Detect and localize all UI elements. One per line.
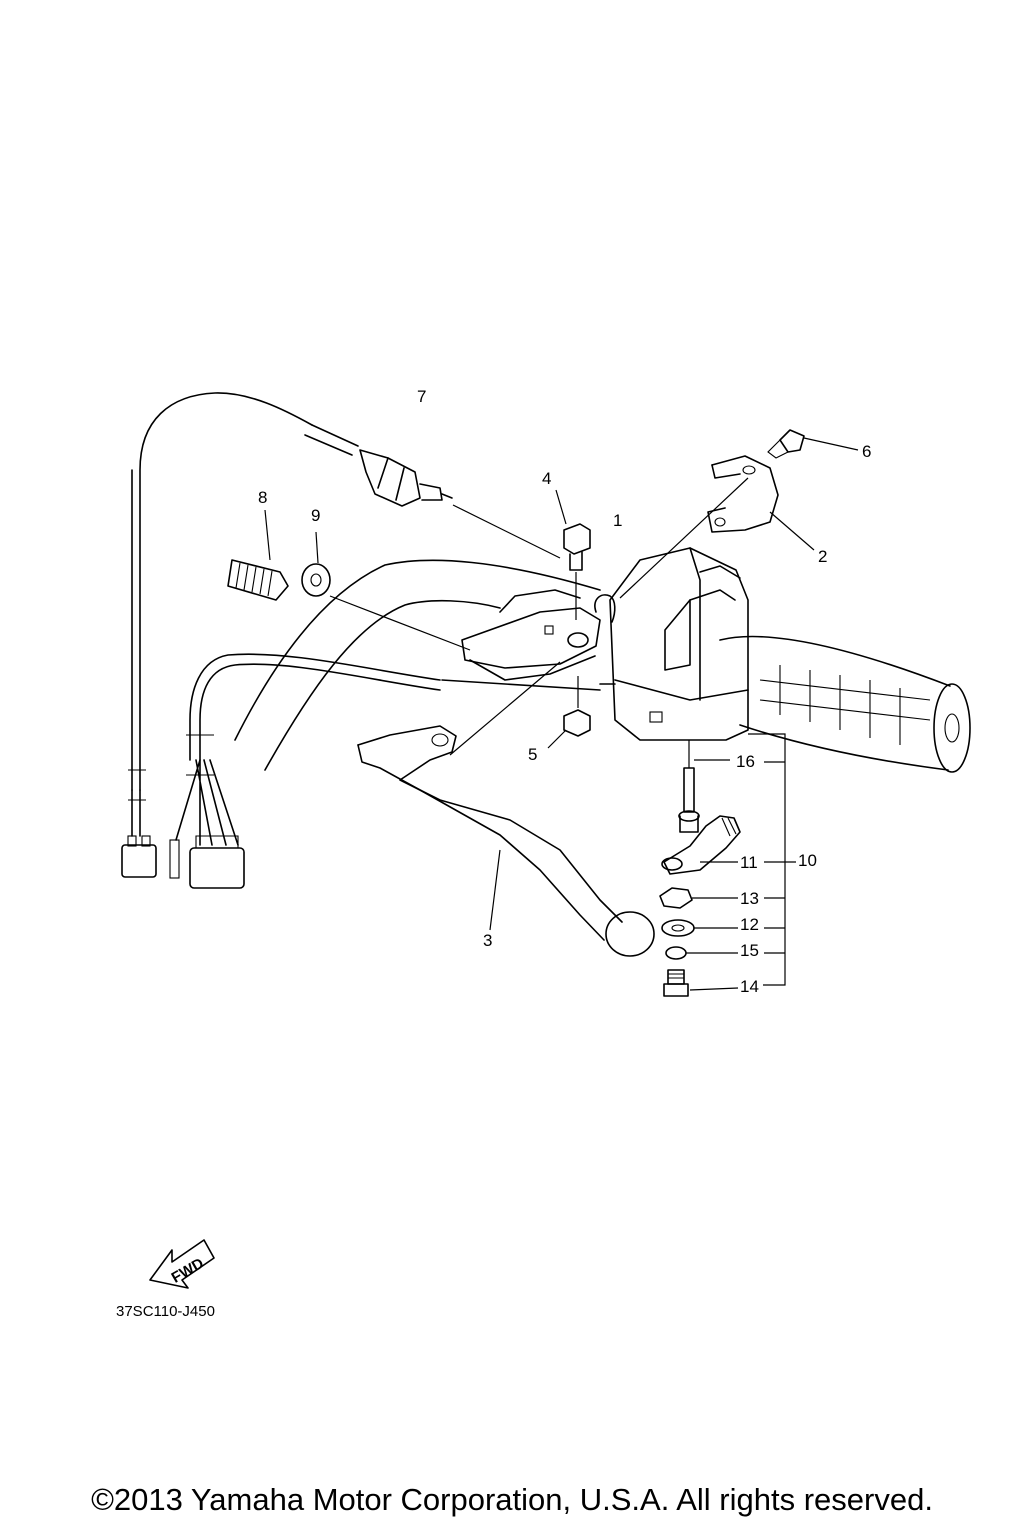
callouts: 7 6 4 8 9 1 2 5 16 11 10 13 12 3 15 14 <box>258 387 871 996</box>
callout-16: 16 <box>736 752 755 771</box>
fwd-arrow-icon: FWD <box>149 1239 215 1289</box>
lock-nut <box>301 531 471 651</box>
clamp-screw <box>767 429 859 459</box>
callout-8: 8 <box>258 488 267 507</box>
callout-10: 10 <box>798 851 817 870</box>
handlebar <box>234 559 616 771</box>
connector-left <box>121 769 157 878</box>
brake-switch-cable <box>131 392 359 791</box>
brake-switch <box>359 449 561 559</box>
parking-brake-assembly <box>659 733 796 997</box>
pivot-nut <box>547 676 591 749</box>
lever-holder <box>461 589 616 681</box>
callout-9: 9 <box>311 506 320 525</box>
callout-6: 6 <box>862 442 871 461</box>
callout-3: 3 <box>483 931 492 950</box>
wire-harness <box>169 653 441 889</box>
callout-5: 5 <box>528 745 537 764</box>
clamp <box>619 455 815 599</box>
callout-12: 12 <box>740 915 759 934</box>
brake-lever <box>357 661 655 957</box>
callout-2: 2 <box>818 547 827 566</box>
handlebar-grip <box>719 635 971 773</box>
callout-15: 15 <box>740 941 759 960</box>
callout-1: 1 <box>613 511 622 530</box>
callout-13: 13 <box>740 889 759 908</box>
callout-14: 14 <box>740 977 759 996</box>
callout-4: 4 <box>542 469 551 488</box>
copyright-notice: ©2013 Yamaha Motor Corporation, U.S.A. A… <box>91 1482 933 1517</box>
switch-housing <box>609 547 749 741</box>
pivot-bolt <box>555 489 591 620</box>
diagram-code: 37SC110-J450 <box>116 1303 215 1320</box>
callout-11: 11 <box>740 853 758 872</box>
adjuster-bolt <box>227 509 289 601</box>
callout-7: 7 <box>417 387 426 406</box>
